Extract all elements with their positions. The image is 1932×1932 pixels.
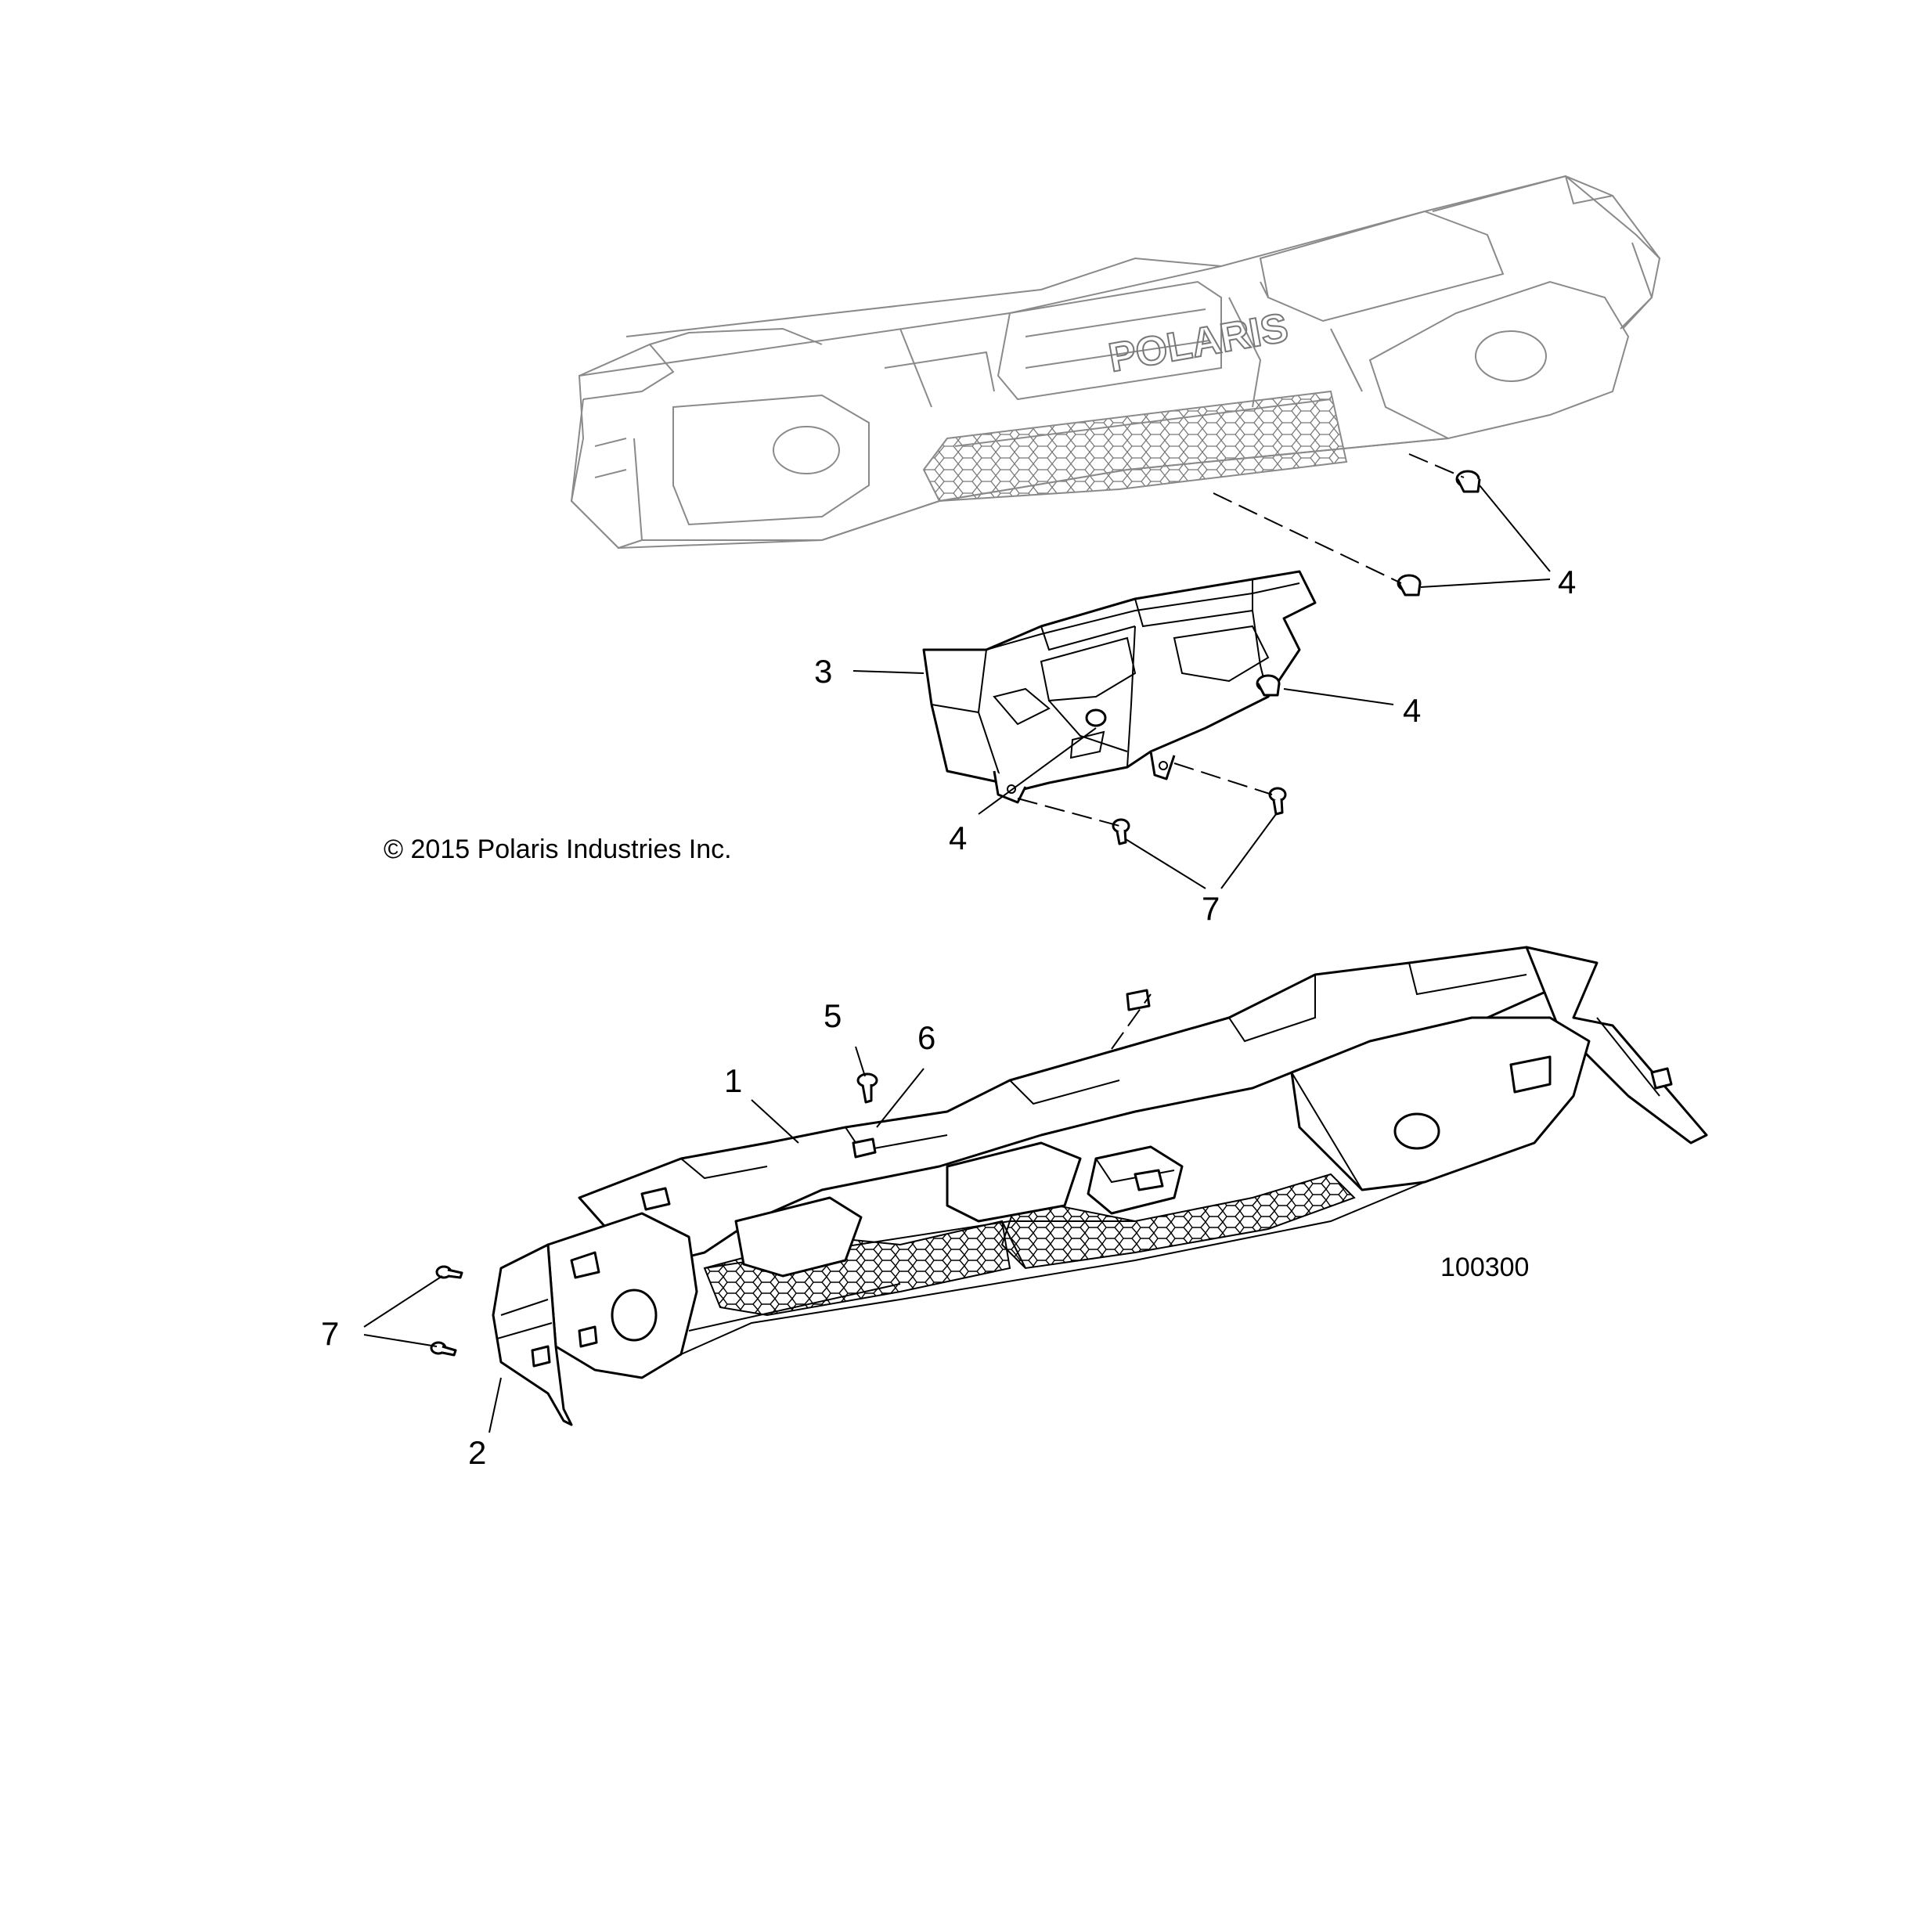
callout-7-upper: 7: [1202, 890, 1220, 927]
copyright-notice: © 2015 Polaris Industries Inc.: [384, 834, 732, 864]
part-3-center-guard: [922, 570, 1317, 804]
callout-4-lower: 4: [949, 820, 967, 856]
screw-7-lower-bottom: [430, 1341, 457, 1357]
callout-1: 1: [724, 1062, 742, 1099]
callout-2: 2: [468, 1434, 486, 1471]
callout-6: 6: [917, 1019, 935, 1056]
screw-7-right: [1268, 787, 1287, 816]
callout-5: 5: [824, 997, 842, 1034]
callout-labels: 4 3 4 4 7 5 6 1 7 2: [321, 564, 1576, 1471]
assembly-lines: [1017, 453, 1465, 1050]
part-2-left-bracket: [492, 1243, 573, 1426]
callout-7-lower: 7: [321, 1315, 339, 1352]
callout-4-top: 4: [1558, 564, 1576, 600]
fasteners: [430, 470, 1481, 1357]
leader-lines: [363, 485, 1551, 1433]
figure-number: 100300: [1440, 1253, 1529, 1282]
rivet-4-middle: [1397, 574, 1422, 597]
screw-7-lower-top: [435, 1265, 463, 1279]
ghost-bumper-assembly: POLARIS: [570, 175, 1661, 550]
part-1-front-bumper: [546, 946, 1708, 1379]
rivet-4-right: [1256, 674, 1281, 697]
callout-3: 3: [814, 653, 832, 690]
screw-5: [856, 1072, 878, 1104]
rivet-4-upper: [1455, 470, 1481, 493]
screw-7-left: [1112, 818, 1130, 845]
callout-4-right: 4: [1403, 692, 1421, 729]
